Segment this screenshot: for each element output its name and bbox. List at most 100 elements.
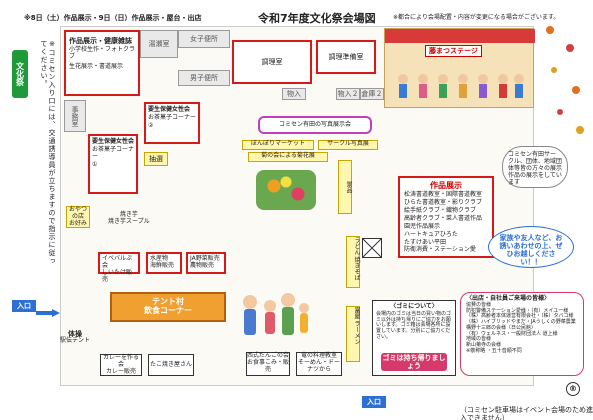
trash-heading: 〈ゴミについて〉 bbox=[390, 303, 438, 310]
sponsor-item: 協賛の皆様 bbox=[466, 301, 492, 308]
booth-curry: カレーを作る会 カレー販売 bbox=[100, 354, 142, 376]
invite-bubble: 家族や友人など、お誘いあわせの上、ぜひお越しください！！ bbox=[488, 226, 574, 268]
stage-label: 藤まつステージ bbox=[425, 45, 482, 58]
exhibit-item: たすけあい平田 bbox=[404, 238, 447, 246]
page-title: 令和7年度文化祭会場図 bbox=[258, 12, 376, 25]
booth-seafood-title: 水産物 bbox=[150, 255, 169, 262]
booth-sweets-title: おやつの店 bbox=[68, 206, 87, 220]
exhibit-item: ひらた書道教室・影りクラブ bbox=[404, 199, 483, 207]
room-exhibit-sub: 小学校生作・フォトクラブ bbox=[69, 46, 136, 60]
booth-vegetables-title: JA野菜販売 bbox=[190, 255, 220, 262]
exhibit-item: ハートキュアひろた bbox=[404, 230, 458, 238]
exhibit-title: 作品展示 bbox=[430, 181, 462, 190]
booth-kimono-title: イベバルぷ会 bbox=[102, 255, 133, 269]
booth-ramen: 富屋 ラーメン bbox=[346, 306, 360, 362]
room-cooking-prep: 調理準備室 bbox=[316, 40, 376, 74]
booth-yakiimo-sub: 焼き芋スープル bbox=[108, 217, 150, 225]
closed-area-icon bbox=[362, 238, 382, 258]
booth-kimono: イベバルぷ会 しいたけ販売 bbox=[98, 252, 140, 283]
festival-badge: 文化祭 bbox=[12, 50, 28, 98]
booth-dango-title: 西式だんごの会 bbox=[247, 352, 290, 359]
sponsor-item: （株）ハイブリッドやまだ・JAうしくの野菜農業 bbox=[466, 319, 576, 326]
trash-body: 会場内のゴミは当日の買い物のゴミ以外は持ち帰りにご協力をお願いします。ゴミ箱は会… bbox=[376, 310, 452, 340]
tent-village-sub: 飲食コーナー bbox=[144, 306, 192, 316]
booth-taiso: 体操 駅伝テント bbox=[60, 330, 90, 345]
booth-cooking-class-sub: そーめん・ドーナツから bbox=[297, 358, 340, 373]
room-cooking-prep-label: 調理準備室 bbox=[328, 52, 364, 61]
booth-seafood-sub: 海鮮販売 bbox=[150, 261, 175, 269]
booth-tea-1-sub: お茶菓子コーナー bbox=[148, 113, 197, 121]
sponsor-item: 防犯警備ステーション愛様・（有）メイユ一様 bbox=[466, 307, 569, 314]
tent-village: テント村 飲食コーナー bbox=[110, 292, 226, 322]
room-chorishitsu-label: 調理室 bbox=[261, 57, 283, 66]
booth-ramen-title: 富屋 bbox=[353, 307, 360, 319]
traffic-notice: ※コミセン入り口には、交通誘導員が立ちますので指示に従ってください。 bbox=[39, 40, 56, 265]
booth-cooking-class-title: 竜の料理教室 bbox=[300, 352, 337, 359]
booth-curry-title: カレーを作る会 bbox=[102, 354, 139, 368]
booth-chrysanthemum: 菊の会による菊花展 bbox=[248, 152, 328, 162]
tent-village-title: テント村 bbox=[152, 297, 184, 306]
booth-vegetables: JA野菜販売 農物販売 bbox=[186, 252, 226, 274]
family-illustration bbox=[236, 290, 314, 344]
booth-dango: 西式だんごの会 お食事こみ・販売 bbox=[246, 352, 290, 376]
room-storage1: 物入 bbox=[282, 88, 306, 100]
exhibit-item: 高齢者クラブ・菜人書道作品 bbox=[404, 214, 483, 222]
booth-curry-sub: カレー販売 bbox=[105, 367, 136, 375]
room-girls-wc: 女子便所 bbox=[178, 30, 230, 48]
booth-market: ぼんぼりマーケット bbox=[242, 140, 314, 150]
booth-cooking-class: 竜の料理教室 そーめん・ドーナツから bbox=[296, 352, 342, 376]
entrance-bottom: 入口 bbox=[362, 396, 386, 408]
booth-tea-2: 要生保健女性会 お茶菓子コーナー ① bbox=[88, 134, 138, 194]
booth-ramen-sub: ラーメン bbox=[353, 320, 360, 345]
sponsor-item: 新山菊寺の会様 bbox=[466, 342, 502, 349]
booth-takoyaki: たこ焼き屋さん bbox=[148, 354, 194, 376]
parking-notice: （コミセン駐車場はイベント会場のため進入できません） bbox=[460, 406, 593, 420]
booth-vertical-1: 景品 bbox=[338, 160, 352, 214]
booth-kimono-sub: しいたけ販売 bbox=[102, 268, 133, 283]
room-storage3: 倉庫２ bbox=[360, 88, 384, 100]
room-boys-wc: 男子便所 bbox=[178, 70, 230, 86]
booth-circle-photo: サークル写真展 bbox=[318, 140, 378, 150]
booth-seafood: 水産物 海鮮販売 bbox=[146, 252, 182, 274]
room-exhibit-sub2: 生花展示・書道展示 bbox=[69, 62, 124, 70]
flower-display-image bbox=[256, 170, 316, 210]
booth-tea-1-title: 要生保健女性会 bbox=[148, 106, 191, 113]
trash-slogan: ゴミは持ち帰りましょう bbox=[381, 352, 447, 371]
autumn-leaves-decoration bbox=[540, 20, 590, 140]
room-storage2: 物入２ bbox=[336, 88, 360, 100]
booth-udon-title: うどん bbox=[353, 237, 360, 255]
photo-exhibit-banner: コミセン有田の写真展示会 bbox=[258, 116, 372, 134]
entrance-arrow-icon bbox=[36, 302, 60, 317]
stage-area: 藤まつステージ bbox=[384, 28, 535, 108]
booth-udon-sub: 焼きそば bbox=[353, 256, 360, 281]
booth-sweets-sub: お好み bbox=[68, 219, 87, 227]
room-exhibit-health: 作品展示・健康雑誌 小学校生作・フォトクラブ 生花展示・書道展示 bbox=[64, 30, 140, 96]
booth-vegetables-sub: 農物販売 bbox=[190, 261, 215, 269]
trash-notice: 〈ゴミについて〉 会場内のゴミは当日の買い物のゴミ以外は持ち帰りにご協力をお願い… bbox=[372, 300, 456, 376]
booth-taiso-title: 体操 bbox=[68, 330, 82, 338]
entrance-left: 入口 bbox=[12, 300, 36, 312]
left-banner: ※コミセン入り口には、交通誘導員が立ちますので指示に従ってください。 文化祭 bbox=[10, 30, 56, 270]
booth-yakiimo-title: 焼き芋 bbox=[119, 211, 138, 218]
sponsor-items: 協賛の皆様防犯警備ステーション愛様・（有）メイユ一様（株）高齢者本体運営有限会社… bbox=[466, 301, 578, 355]
room-exhibit-title: 作品展示・健康雑誌 bbox=[69, 37, 132, 45]
room-jimushitsu-label: 事務室 bbox=[71, 105, 79, 127]
sponsor-heading: 〈出店・自社員ご来場の皆様〉 bbox=[466, 295, 551, 302]
booth-tea-2-sub: お茶菓子コーナー bbox=[92, 145, 135, 160]
registered-mark: ® bbox=[566, 382, 580, 396]
sponsor-item: （株）高齢者本体運営有限会社・（株）タバコ様 bbox=[466, 313, 574, 320]
sponsor-item: 構野十三郎の会様（日公民館） bbox=[466, 324, 537, 331]
exhibit-item: 絵手紙クラブ・織物クラブ bbox=[404, 206, 477, 214]
sponsor-item: 地域の皆様 bbox=[466, 336, 492, 343]
booth-yakiimo: 焼き芋 焼き芋スープル bbox=[108, 211, 150, 226]
notice-text: ※都合により会場配置・内容が変更になる場合がございます。 bbox=[393, 14, 560, 21]
booth-tea-2-title: 要生保健女性会 bbox=[92, 138, 135, 145]
booth-taiso-sub: 駅伝テント bbox=[60, 337, 91, 345]
exhibit-list-box: 作品展示 松涛書道教室・国際書道教室ひらた書道教室・影りクラブ絵手紙クラブ・織物… bbox=[398, 176, 494, 258]
performers-illustration bbox=[393, 69, 527, 105]
booth-lottery: 抽選 bbox=[144, 152, 168, 166]
booth-sweets: おやつの店 お好み bbox=[66, 206, 90, 228]
exhibit-item: 松涛書道教室・国際書道教室 bbox=[404, 191, 483, 199]
room-jimushitsu: 事務室 bbox=[64, 100, 86, 132]
community-callout: コミセン有田サークル、団体、地域団体等皆の方々の展示作品の展示をしています bbox=[502, 146, 568, 188]
